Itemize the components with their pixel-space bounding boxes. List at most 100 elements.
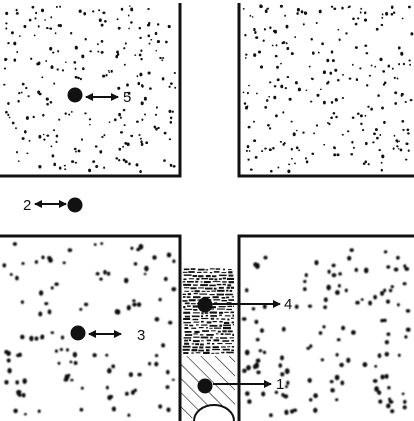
speckle-dot	[124, 124, 126, 126]
speckle-dot	[18, 92, 20, 94]
scribble-stroke	[183, 300, 188, 302]
scribble-stroke	[206, 315, 208, 317]
speckle-dot	[283, 394, 288, 398]
speckle-dot	[318, 52, 320, 54]
speckle-dot	[105, 354, 108, 357]
speckle-dot	[70, 32, 72, 35]
speckle-dot	[57, 68, 59, 70]
speckle-dot	[350, 153, 353, 155]
speckle-dot	[404, 267, 409, 271]
speckle-dot	[396, 256, 400, 260]
scribble-stroke	[231, 340, 234, 342]
scribble-stroke	[193, 337, 199, 338]
scribble-stroke	[226, 297, 229, 299]
speckle-dot	[408, 60, 410, 62]
speckle-dot	[303, 280, 306, 283]
speckle-dot	[65, 112, 67, 114]
speckle-dot	[282, 327, 286, 332]
speckle-dot	[103, 167, 105, 169]
speckle-dot	[356, 78, 358, 81]
speckle-dot	[140, 138, 142, 140]
speckle-dot	[368, 301, 372, 306]
speckle-dot	[284, 410, 288, 415]
speckle-dot	[105, 74, 107, 76]
speckle-dot	[246, 150, 248, 152]
speckle-dot	[273, 96, 276, 100]
speckle-dot	[264, 106, 267, 109]
scribble-stroke	[189, 325, 193, 327]
scribble-stroke	[211, 291, 216, 292]
scribble-stroke	[184, 287, 190, 288]
speckle-dot	[25, 87, 27, 89]
scribble-stroke	[199, 294, 207, 295]
speckle-dot	[154, 125, 156, 128]
speckle-dot	[118, 113, 121, 116]
speckle-dot	[52, 154, 55, 157]
speckle-dot	[138, 134, 140, 136]
speckle-dot	[128, 28, 130, 30]
scribble-stroke	[200, 284, 208, 286]
scribble-stroke	[195, 343, 199, 345]
speckle-dot	[29, 336, 33, 342]
scribble-stroke	[212, 343, 214, 345]
speckle-dot	[296, 130, 298, 132]
speckle-dot	[7, 102, 9, 105]
speckle-dot	[243, 8, 245, 10]
speckle-dot	[265, 9, 268, 13]
speckle-dot	[101, 51, 104, 54]
speckle-dot	[308, 378, 312, 383]
scribble-stroke	[226, 352, 234, 354]
scribble-stroke	[183, 294, 186, 295]
scribble-stroke	[197, 272, 201, 273]
scribble-stroke	[202, 330, 209, 332]
speckle-dot	[34, 34, 36, 36]
speckle-dot	[256, 371, 260, 375]
scribble-stroke	[189, 278, 194, 279]
speckle-dot	[121, 8, 124, 11]
speckle-dot	[118, 27, 121, 30]
scribble-stroke	[217, 309, 225, 310]
scribble-stroke	[199, 346, 203, 348]
speckle-dot	[132, 299, 135, 302]
scribble-stroke	[183, 306, 185, 308]
speckle-dot	[15, 127, 17, 129]
speckle-dot	[132, 303, 137, 307]
scribble-stroke	[183, 312, 190, 314]
speckle-dot	[408, 6, 411, 9]
speckle-dot	[316, 124, 318, 126]
scribble-stroke	[216, 318, 218, 319]
scribble-stroke	[189, 339, 191, 341]
scribble-stroke	[228, 330, 233, 332]
speckle-dot	[335, 398, 338, 401]
scribble-stroke	[227, 319, 229, 321]
speckle-dot	[62, 69, 64, 71]
speckle-dot	[127, 143, 130, 147]
speckle-dot	[396, 141, 398, 143]
speckle-dot	[284, 15, 286, 17]
speckle-dot	[406, 327, 411, 332]
scribble-stroke	[213, 296, 219, 298]
speckle-dot	[244, 102, 247, 105]
speckle-dot	[312, 51, 315, 54]
speckle-dot	[55, 32, 57, 34]
scribble-stroke	[231, 350, 234, 352]
scribble-stroke	[198, 350, 204, 352]
scribble-stroke	[207, 291, 210, 292]
speckle-dot	[137, 373, 141, 377]
speckle-dot	[302, 132, 304, 134]
scribble-stroke	[193, 340, 200, 342]
speckle-dot	[317, 94, 320, 97]
speckle-dot	[50, 101, 53, 104]
scribble-stroke	[218, 331, 221, 333]
scribble-stroke	[199, 327, 204, 328]
scribble-stroke	[211, 353, 214, 354]
scribble-stroke	[226, 309, 232, 310]
speckle-dot	[141, 119, 143, 121]
speckle-dot	[398, 354, 401, 357]
scribble-stroke	[205, 312, 208, 314]
speckle-dot	[398, 148, 400, 149]
speckle-dot	[288, 163, 290, 165]
speckle-dot	[16, 9, 18, 12]
speckle-dot	[48, 309, 52, 314]
speckle-dot	[247, 145, 250, 148]
